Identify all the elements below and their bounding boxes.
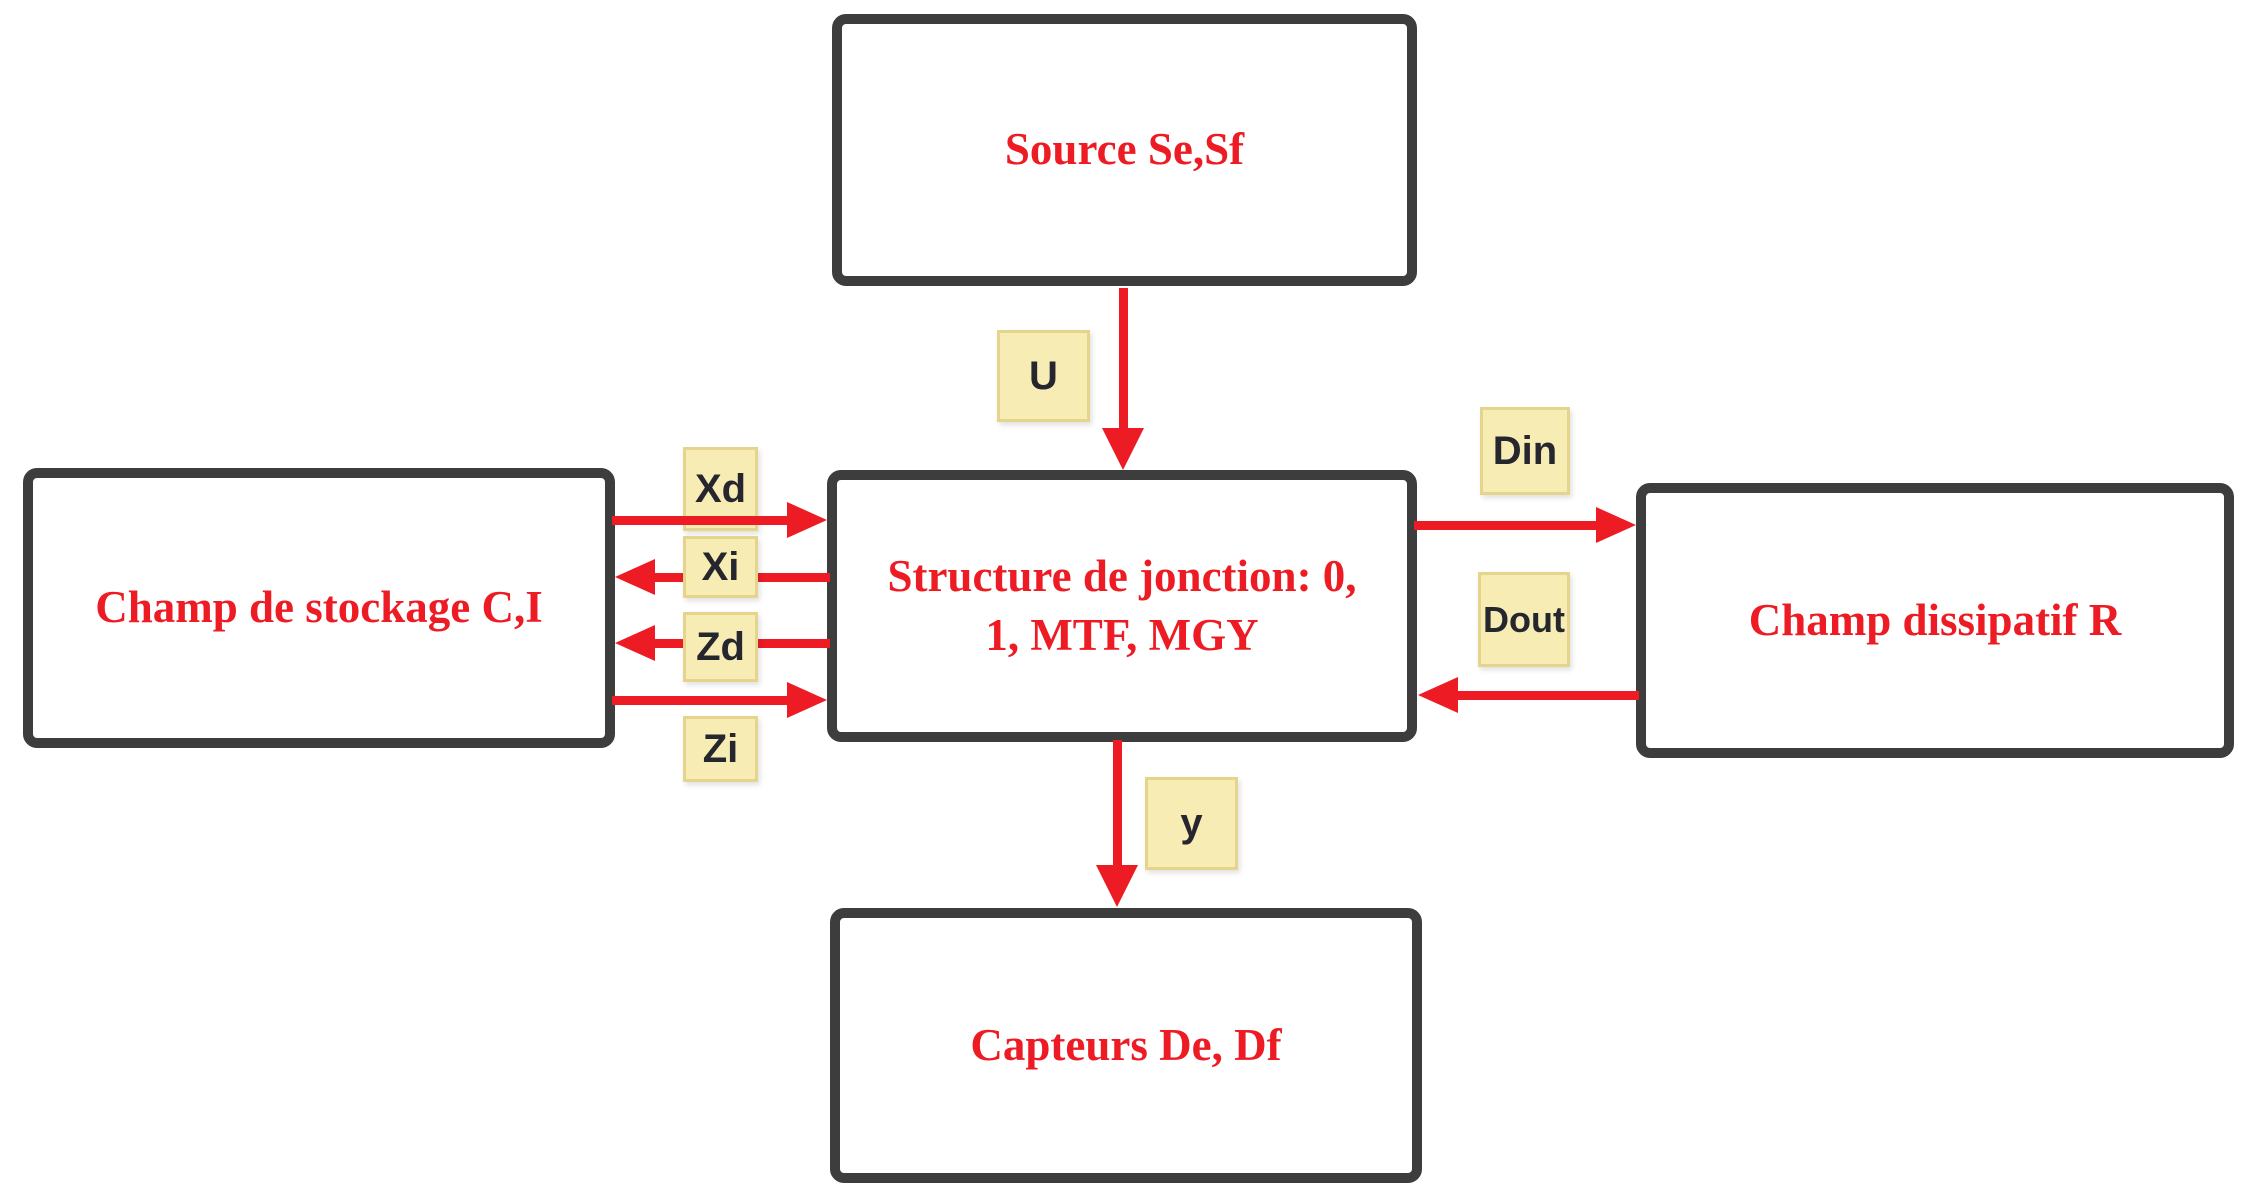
box-structure-jonction-line2: 1, MTF, MGY — [985, 610, 1259, 660]
arrow-zi-line — [612, 696, 790, 705]
note-y: y — [1145, 777, 1238, 870]
note-din-label: Din — [1492, 428, 1558, 473]
note-xi: Xi — [683, 536, 758, 598]
arrow-xi-head-left — [615, 559, 655, 595]
arrow-u-head-down — [1102, 428, 1144, 470]
box-champ-dissipatif: Champ dissipatif R — [1636, 483, 2234, 758]
box-structure-jonction-line1: Structure de jonction: 0, — [887, 550, 1357, 601]
note-u-label: U — [1029, 353, 1058, 398]
note-zd: Zd — [683, 612, 758, 682]
arrow-dout-line — [1455, 691, 1639, 700]
note-dout-label: Dout — [1483, 598, 1565, 640]
arrow-y-head-down — [1096, 865, 1138, 907]
box-champ-dissipatif-label: Champ dissipatif R — [1748, 594, 2122, 645]
box-source-label: Source Se,Sf — [1004, 124, 1245, 175]
note-xd-label: Xd — [694, 466, 747, 511]
box-champ-stockage: Champ de stockage C,I — [23, 468, 615, 748]
arrow-xd-head-right — [787, 502, 827, 538]
note-dout: Dout — [1478, 572, 1570, 667]
note-din: Din — [1480, 407, 1570, 495]
note-u: U — [997, 330, 1090, 422]
arrow-dout-head-left — [1418, 677, 1458, 713]
note-zi-label: Zi — [702, 726, 739, 771]
note-xi-label: Xi — [701, 544, 740, 589]
note-zi: Zi — [683, 716, 758, 782]
arrow-din-line — [1414, 521, 1599, 530]
box-structure-jonction: Structure de jonction: 0, 1, MTF, MGY — [827, 470, 1417, 742]
box-capteurs: Capteurs De, Df — [830, 908, 1422, 1183]
arrow-u-line — [1119, 288, 1128, 434]
note-zd-label: Zd — [696, 624, 745, 669]
box-source: Source Se,Sf — [832, 14, 1417, 286]
arrow-zi-head-right — [787, 682, 827, 718]
arrow-y-line — [1113, 740, 1122, 871]
arrow-xd-line — [612, 516, 790, 525]
arrow-zd-head-left — [615, 625, 655, 661]
note-y-label: y — [1180, 801, 1203, 845]
arrow-din-head-right — [1596, 507, 1636, 543]
box-capteurs-label: Capteurs De, Df — [970, 1019, 1282, 1070]
box-champ-stockage-label: Champ de stockage C,I — [95, 582, 543, 633]
